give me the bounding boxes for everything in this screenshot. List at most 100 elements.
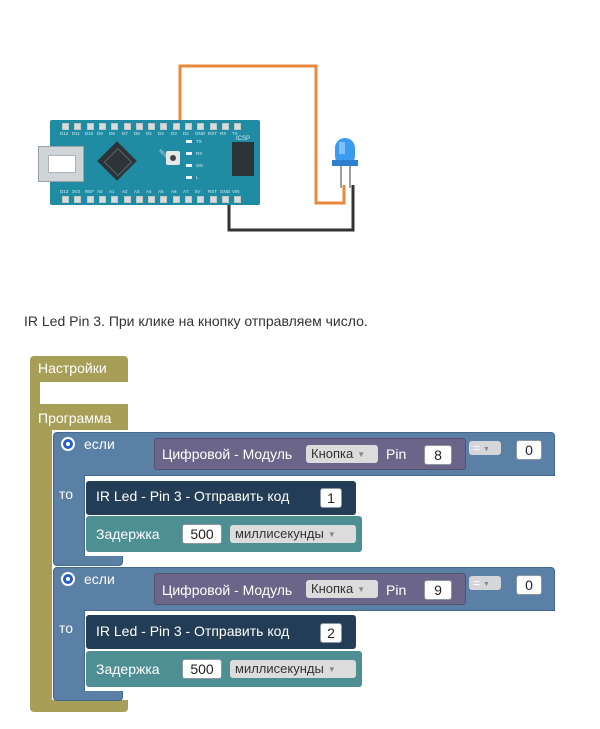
delay-unit-value: миллисекунды [235, 661, 324, 676]
pin-label-2: Pin [386, 582, 407, 598]
operator-value: = [473, 441, 481, 455]
send-code-label-1: IR Led - Pin 3 - Отправить код [96, 488, 290, 504]
board-pin-label: 5V [195, 189, 201, 194]
operator-dropdown-2[interactable]: =▼ [469, 576, 501, 590]
board-pin-label: A3 [134, 189, 140, 194]
board-pin [124, 123, 131, 130]
board-pin [124, 196, 131, 203]
pin-number-1[interactable]: 8 [424, 445, 452, 465]
board-pin-label: D8 [109, 131, 115, 136]
code-value-2[interactable]: 2 [320, 623, 342, 643]
side-label-tx: TX [196, 139, 202, 144]
board-pin [111, 123, 118, 130]
if-block-1-spine [53, 474, 85, 558]
icsp-label: ICSP [236, 136, 251, 142]
code-value-1[interactable]: 1 [320, 488, 342, 508]
board-pin-label: GND [195, 131, 205, 136]
board-led-tx [186, 140, 192, 143]
board-pin-label: D4 [158, 131, 164, 136]
program-block-spine [30, 428, 52, 706]
digital-read-label-1: Цифровой - Модуль [162, 446, 293, 462]
board-pin-label: D11 [72, 131, 80, 136]
board-pin [173, 123, 180, 130]
board-pin [74, 123, 81, 130]
dropdown-arrow-icon: ▼ [327, 530, 336, 539]
if-block-2-spine [53, 609, 85, 693]
icsp-header [232, 142, 254, 176]
board-pin [111, 196, 118, 203]
board-pin [185, 123, 192, 130]
board-pin-label: REF [85, 189, 94, 194]
side-label-rx: RX [196, 151, 203, 156]
board-pin [185, 196, 192, 203]
board-pin-label: D13 [60, 189, 69, 194]
board-pin [148, 123, 155, 130]
board-pin [197, 196, 204, 203]
dropdown-arrow-icon: ▼ [357, 450, 366, 459]
then-label-2: то [59, 620, 74, 636]
board-pin-label: A0 [97, 189, 103, 194]
program-block-footer [30, 700, 128, 712]
delay-unit-dropdown-2[interactable]: миллисекунды▼ [230, 660, 356, 678]
board-pin [74, 196, 81, 203]
led-component [332, 138, 358, 188]
delay-value-2[interactable]: 500 [182, 659, 222, 679]
board-pin-label: VIN [232, 189, 240, 194]
signal-wire [178, 64, 346, 205]
side-label-on: ON [196, 163, 203, 168]
board-pin-label: D2 [183, 131, 189, 136]
wiring-diagram [178, 64, 358, 232]
program-block[interactable] [30, 404, 128, 430]
board-pin [87, 196, 94, 203]
compare-value-1[interactable]: 0 [516, 440, 542, 460]
board-pin [136, 196, 143, 203]
board-pin-label: GND [220, 189, 230, 194]
board-pin-label: A4 [146, 189, 152, 194]
side-label-l: L [196, 175, 199, 180]
board-pin-label: A5 [158, 189, 164, 194]
board-pin-label: TX [232, 131, 238, 136]
board-led-rx [186, 152, 192, 155]
gear-icon[interactable] [61, 437, 75, 451]
delay-label-1: Задержка [96, 526, 160, 542]
board-led-l [186, 176, 192, 179]
setup-block[interactable] [30, 356, 128, 382]
gear-icon[interactable] [61, 572, 75, 586]
board-pin [87, 123, 94, 130]
setup-block-label: Настройки [38, 360, 107, 376]
board-pin [234, 123, 241, 130]
delay-unit-value: миллисекунды [235, 526, 324, 541]
board-pin [62, 196, 69, 203]
compare-value-2[interactable]: 0 [516, 575, 542, 595]
board-pin [197, 123, 204, 130]
send-code-block-1[interactable] [86, 481, 356, 515]
board-pin-label: A7 [183, 189, 189, 194]
board-pin [210, 196, 217, 203]
usb-connector [38, 146, 84, 182]
board-pin-label: A6 [171, 189, 177, 194]
board-pin [222, 123, 229, 130]
operator-dropdown-1[interactable]: =▼ [469, 441, 501, 455]
board-pin [99, 196, 106, 203]
delay-unit-dropdown-1[interactable]: миллисекунды▼ [230, 525, 356, 543]
dropdown-arrow-icon: ▼ [483, 581, 490, 588]
board-pin-label: A1 [109, 189, 115, 194]
module-dropdown-value: Кнопка [311, 446, 354, 461]
board-pin-label: D5 [146, 131, 152, 136]
dropdown-arrow-icon: ▼ [357, 585, 366, 594]
board-pin [148, 196, 155, 203]
setup-block-arm [30, 380, 40, 404]
module-dropdown-1[interactable]: Кнопка▼ [306, 445, 378, 463]
board-pin-label: RX [220, 131, 227, 136]
board-pin [173, 196, 180, 203]
board-pin-label: D12 [60, 131, 69, 136]
send-code-block-2[interactable] [86, 615, 356, 649]
delay-value-1[interactable]: 500 [182, 524, 222, 544]
board-pin-label: 3V3 [72, 189, 81, 194]
board-pin [99, 123, 106, 130]
module-dropdown-2[interactable]: Кнопка▼ [306, 580, 378, 598]
pin-number-2[interactable]: 9 [424, 580, 452, 600]
dropdown-arrow-icon: ▼ [483, 446, 490, 453]
reset-button-dot [170, 155, 176, 161]
board-pin-label: A2 [122, 189, 128, 194]
